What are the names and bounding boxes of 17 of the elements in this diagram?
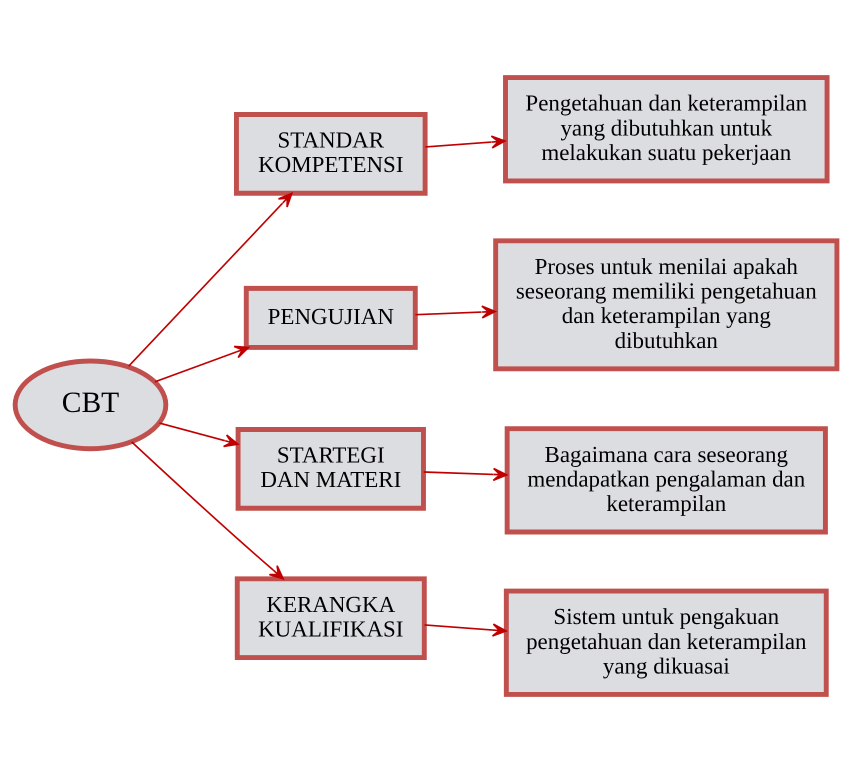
node-box: Proses untuk menilai apakah seseorang memiliki pengetahuan dan keterampilan yang dibutuhkan <box>493 238 840 371</box>
node-box: PENGUJIAN <box>244 285 418 350</box>
node-ellipse: CBT <box>12 358 168 451</box>
arrow <box>154 345 250 382</box>
node-box: STANDAR KOMPETENSI <box>234 112 428 196</box>
arrow <box>424 622 507 636</box>
arrow <box>131 440 284 580</box>
node-box: KERANGKA KUALIFIKASI <box>234 576 427 660</box>
arrow <box>425 134 506 148</box>
arrow <box>159 422 239 447</box>
arrow <box>424 467 508 481</box>
node-box: STARTEGI DAN MATERI <box>236 426 426 510</box>
arrow <box>128 192 293 366</box>
node-box: Sistem untuk pengakuan pengetahuan dan keterampilan yang dikuasai <box>504 588 829 696</box>
node-box: Bagaimana cara seseorang mendapatkan pengalaman dan keterampilan <box>504 426 828 534</box>
arrow <box>415 304 496 318</box>
node-box: Pengetahuan dan keterampilan yang dibutuhkan untuk melakukan suatu pekerjaan <box>503 74 830 183</box>
